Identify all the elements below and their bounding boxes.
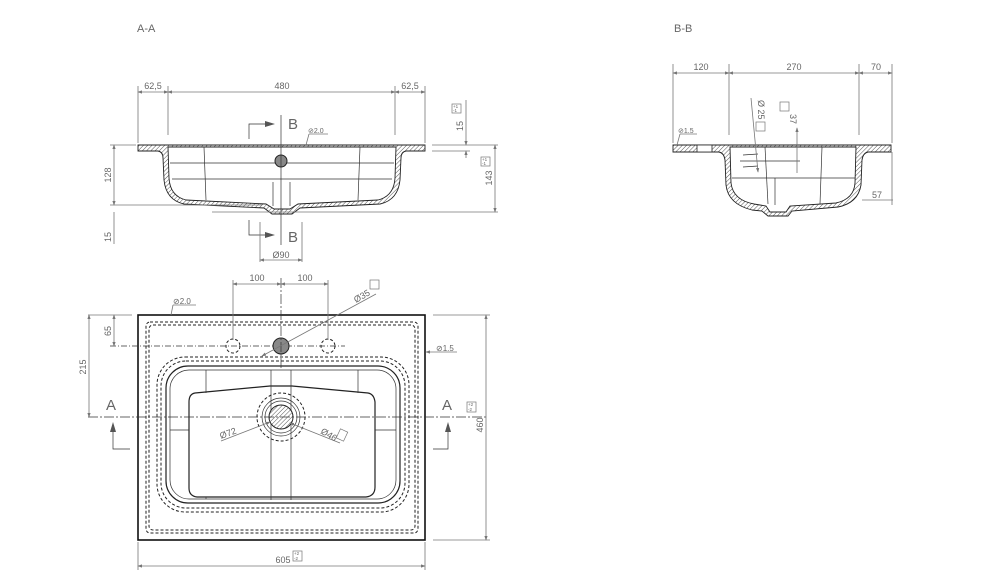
dim-back-rim: 120 (693, 62, 708, 72)
dim-rim-thickness: 15 (455, 121, 465, 131)
dim-bottom-offset: 15 (103, 232, 113, 242)
dim-left-rim: 62,5 (144, 81, 162, 91)
tol-plus: +1 (482, 157, 488, 162)
dim-overflow-dia: Ø 25 (756, 100, 766, 120)
cut-a-left: A (106, 397, 116, 414)
dim-bowl-depth: 128 (103, 167, 113, 182)
basin-profile-b (672, 144, 892, 217)
wall-side: ⊘1.5 (436, 344, 454, 353)
tol-minus: -2 (294, 556, 298, 561)
cut-a-right: A (442, 397, 452, 414)
dim-overflow-height: 37 (788, 114, 798, 124)
dim-tap-left: 100 (249, 273, 264, 283)
wall-top: ⊘2.0 (173, 297, 191, 306)
dim-width: 605 (275, 555, 290, 565)
tol-minus: -2 (468, 407, 472, 412)
tol-minus: -1 (453, 108, 457, 113)
dim-drain: Ø90 (272, 250, 289, 260)
tol-plus: +2 (468, 402, 474, 407)
dim-tap-right: 100 (297, 273, 312, 283)
cut-b-top: B (288, 116, 298, 133)
cut-b-bottom: B (288, 229, 298, 246)
basin-profile-a (137, 144, 426, 215)
section-a-title: A-A (137, 23, 156, 35)
plan-view: A A 100 100 Ø35 ⊘2.0 ⊘1.5 65 215 460 +2 … (78, 273, 490, 570)
dim-bowl-width: 480 (274, 81, 289, 91)
wall-b: ⊘1.5 (678, 128, 694, 135)
dim-depth: 460 (475, 417, 485, 432)
section-a-a: A-A 62,5 480 62,5 B B Ø90 ⊘ (103, 23, 498, 262)
dim-front-rim: 70 (871, 62, 881, 72)
dim-tap-hole: Ø35 (352, 288, 372, 305)
dim-bowl-depth-b: 270 (786, 62, 801, 72)
dim-tap-offset: 65 (103, 326, 113, 336)
dim-center-offset: 215 (78, 359, 88, 374)
tol-minus: -1 (482, 161, 486, 166)
wall-a: ⊘2.0 (308, 128, 324, 135)
section-b-b: B-B 120 270 70 Ø 25 37 57 ⊘1.5 (672, 23, 893, 217)
dim-front-height: 57 (872, 190, 882, 200)
section-b-title: B-B (674, 23, 692, 35)
tol-plus: +1 (453, 104, 459, 109)
dim-total-height: 143 (484, 170, 494, 185)
tol-plus: +2 (294, 551, 300, 556)
dim-right-rim: 62,5 (401, 81, 419, 91)
